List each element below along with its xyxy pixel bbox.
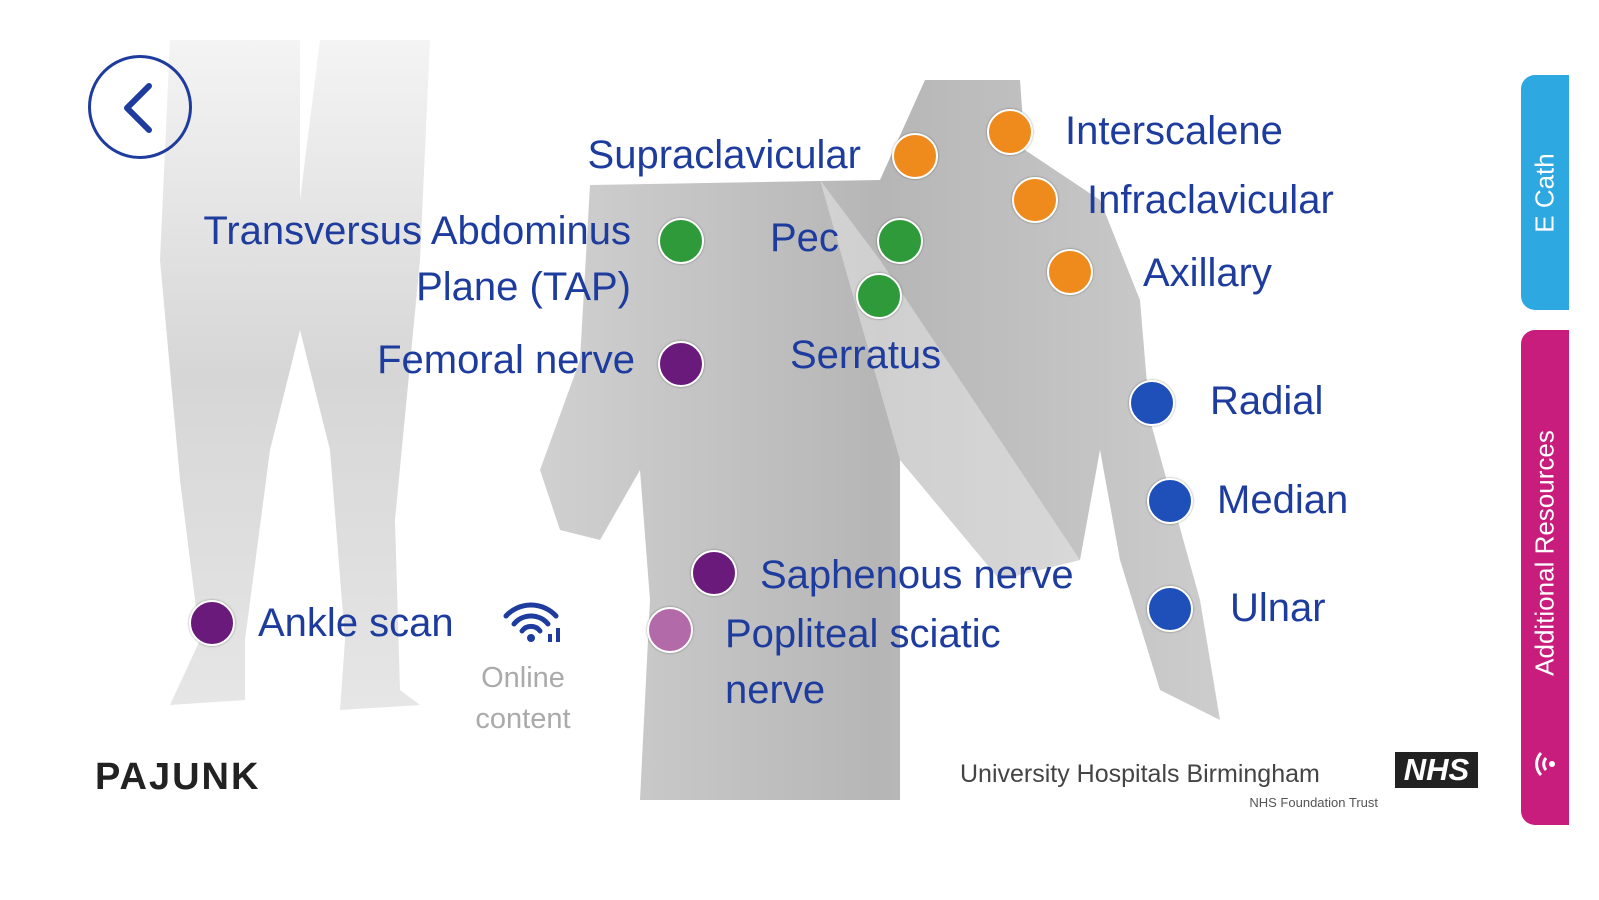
- online-content-note: Online content: [463, 658, 583, 740]
- ulnar-label[interactable]: Ulnar: [1230, 586, 1326, 630]
- wifi-icon: [1535, 751, 1555, 777]
- serratus-label[interactable]: Serratus: [790, 333, 942, 377]
- trust-text: NHS Foundation Trust: [1249, 795, 1378, 810]
- infraclavicular-dot[interactable]: [1012, 177, 1058, 223]
- popliteal-dot[interactable]: [647, 607, 693, 653]
- median-dot[interactable]: [1147, 478, 1193, 524]
- wifi-icon: [503, 602, 560, 642]
- tap-label-line2: Plane (TAP): [416, 265, 631, 309]
- ulnar-dot[interactable]: [1147, 586, 1193, 632]
- nhs-logo: NHS: [1395, 752, 1478, 788]
- uhb-logo-text: University Hospitals Birmingham: [960, 760, 1320, 788]
- infraclavicular-label[interactable]: Infraclavicular: [1087, 178, 1334, 222]
- serratus-dot[interactable]: [856, 273, 902, 319]
- tab-additional-resources[interactable]: Additional Resources: [1521, 330, 1569, 825]
- supraclavicular-label[interactable]: Supraclavicular: [587, 133, 861, 177]
- back-button[interactable]: [88, 55, 192, 159]
- supraclavicular-dot[interactable]: [892, 133, 938, 179]
- saphenous-dot[interactable]: [691, 550, 737, 596]
- radial-label[interactable]: Radial: [1210, 379, 1324, 423]
- tap-dot[interactable]: [658, 218, 704, 264]
- saphenous-label[interactable]: Saphenous nerve: [760, 553, 1074, 597]
- popliteal-label[interactable]: Popliteal sciatic nerve: [725, 606, 1001, 718]
- chevron-left-icon: [124, 83, 152, 133]
- pec-dot[interactable]: [877, 218, 923, 264]
- median-label[interactable]: Median: [1217, 478, 1349, 522]
- ankle-dot[interactable]: [189, 600, 235, 646]
- popliteal-label-line1: Popliteal sciatic: [725, 612, 1001, 656]
- axillary-dot[interactable]: [1047, 249, 1093, 295]
- radial-dot[interactable]: [1129, 380, 1175, 426]
- ankle-label[interactable]: Ankle scan: [258, 601, 454, 645]
- pec-label[interactable]: Pec: [770, 216, 839, 260]
- tap-label-line1: Transversus Abdominus: [203, 209, 631, 253]
- tab-e-cath-label: E Cath: [1529, 152, 1560, 233]
- axillary-label[interactable]: Axillary: [1143, 251, 1272, 295]
- tab-additional-resources-label: Additional Resources: [1529, 429, 1560, 676]
- tap-label[interactable]: Transversus Abdominus Plane (TAP): [203, 203, 631, 315]
- pajunk-logo: PAJUNK: [95, 756, 261, 798]
- interscalene-dot[interactable]: [987, 109, 1033, 155]
- femoral-dot[interactable]: [658, 341, 704, 387]
- popliteal-label-line2: nerve: [725, 668, 826, 712]
- online-content-line2: content: [475, 703, 571, 735]
- interscalene-label[interactable]: Interscalene: [1065, 109, 1283, 153]
- legs-back-view: [160, 40, 430, 710]
- tab-e-cath[interactable]: E Cath: [1521, 75, 1569, 310]
- online-content-line1: Online: [481, 662, 565, 694]
- femoral-label[interactable]: Femoral nerve: [377, 338, 635, 382]
